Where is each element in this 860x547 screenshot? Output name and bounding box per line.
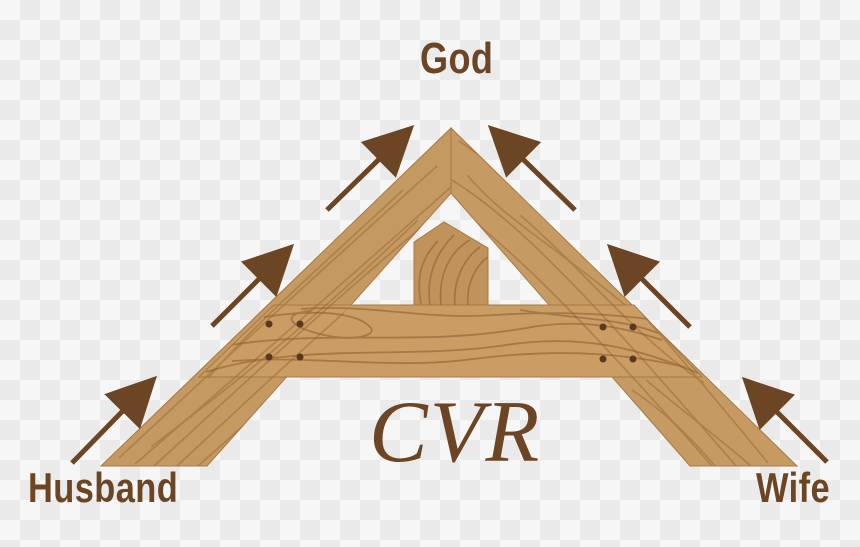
- cvr-label: CVR: [369, 384, 542, 481]
- upward-arrow-icon: [487, 125, 577, 212]
- upward-arrows: [70, 125, 829, 465]
- nail-mark: [265, 320, 273, 328]
- upward-arrow-icon: [606, 243, 692, 329]
- god-label: God: [420, 34, 494, 83]
- nail-mark: [629, 323, 637, 331]
- nail-marks: [265, 320, 637, 363]
- nail-mark: [599, 323, 607, 331]
- nail-mark: [599, 355, 607, 363]
- right-rafter: [450, 126, 799, 467]
- nail-mark: [629, 355, 637, 363]
- nail-mark: [265, 353, 273, 361]
- husband-label: Husband: [28, 464, 179, 511]
- upward-arrow-icon: [325, 125, 415, 212]
- nail-mark: [296, 353, 304, 361]
- post-grain: [418, 234, 488, 305]
- upward-arrow-icon: [70, 375, 157, 465]
- center-post: [413, 221, 489, 306]
- upward-arrow-icon: [210, 243, 295, 328]
- upward-arrow-icon: [741, 376, 829, 464]
- wife-label: Wife: [756, 464, 831, 511]
- nail-mark: [296, 320, 304, 328]
